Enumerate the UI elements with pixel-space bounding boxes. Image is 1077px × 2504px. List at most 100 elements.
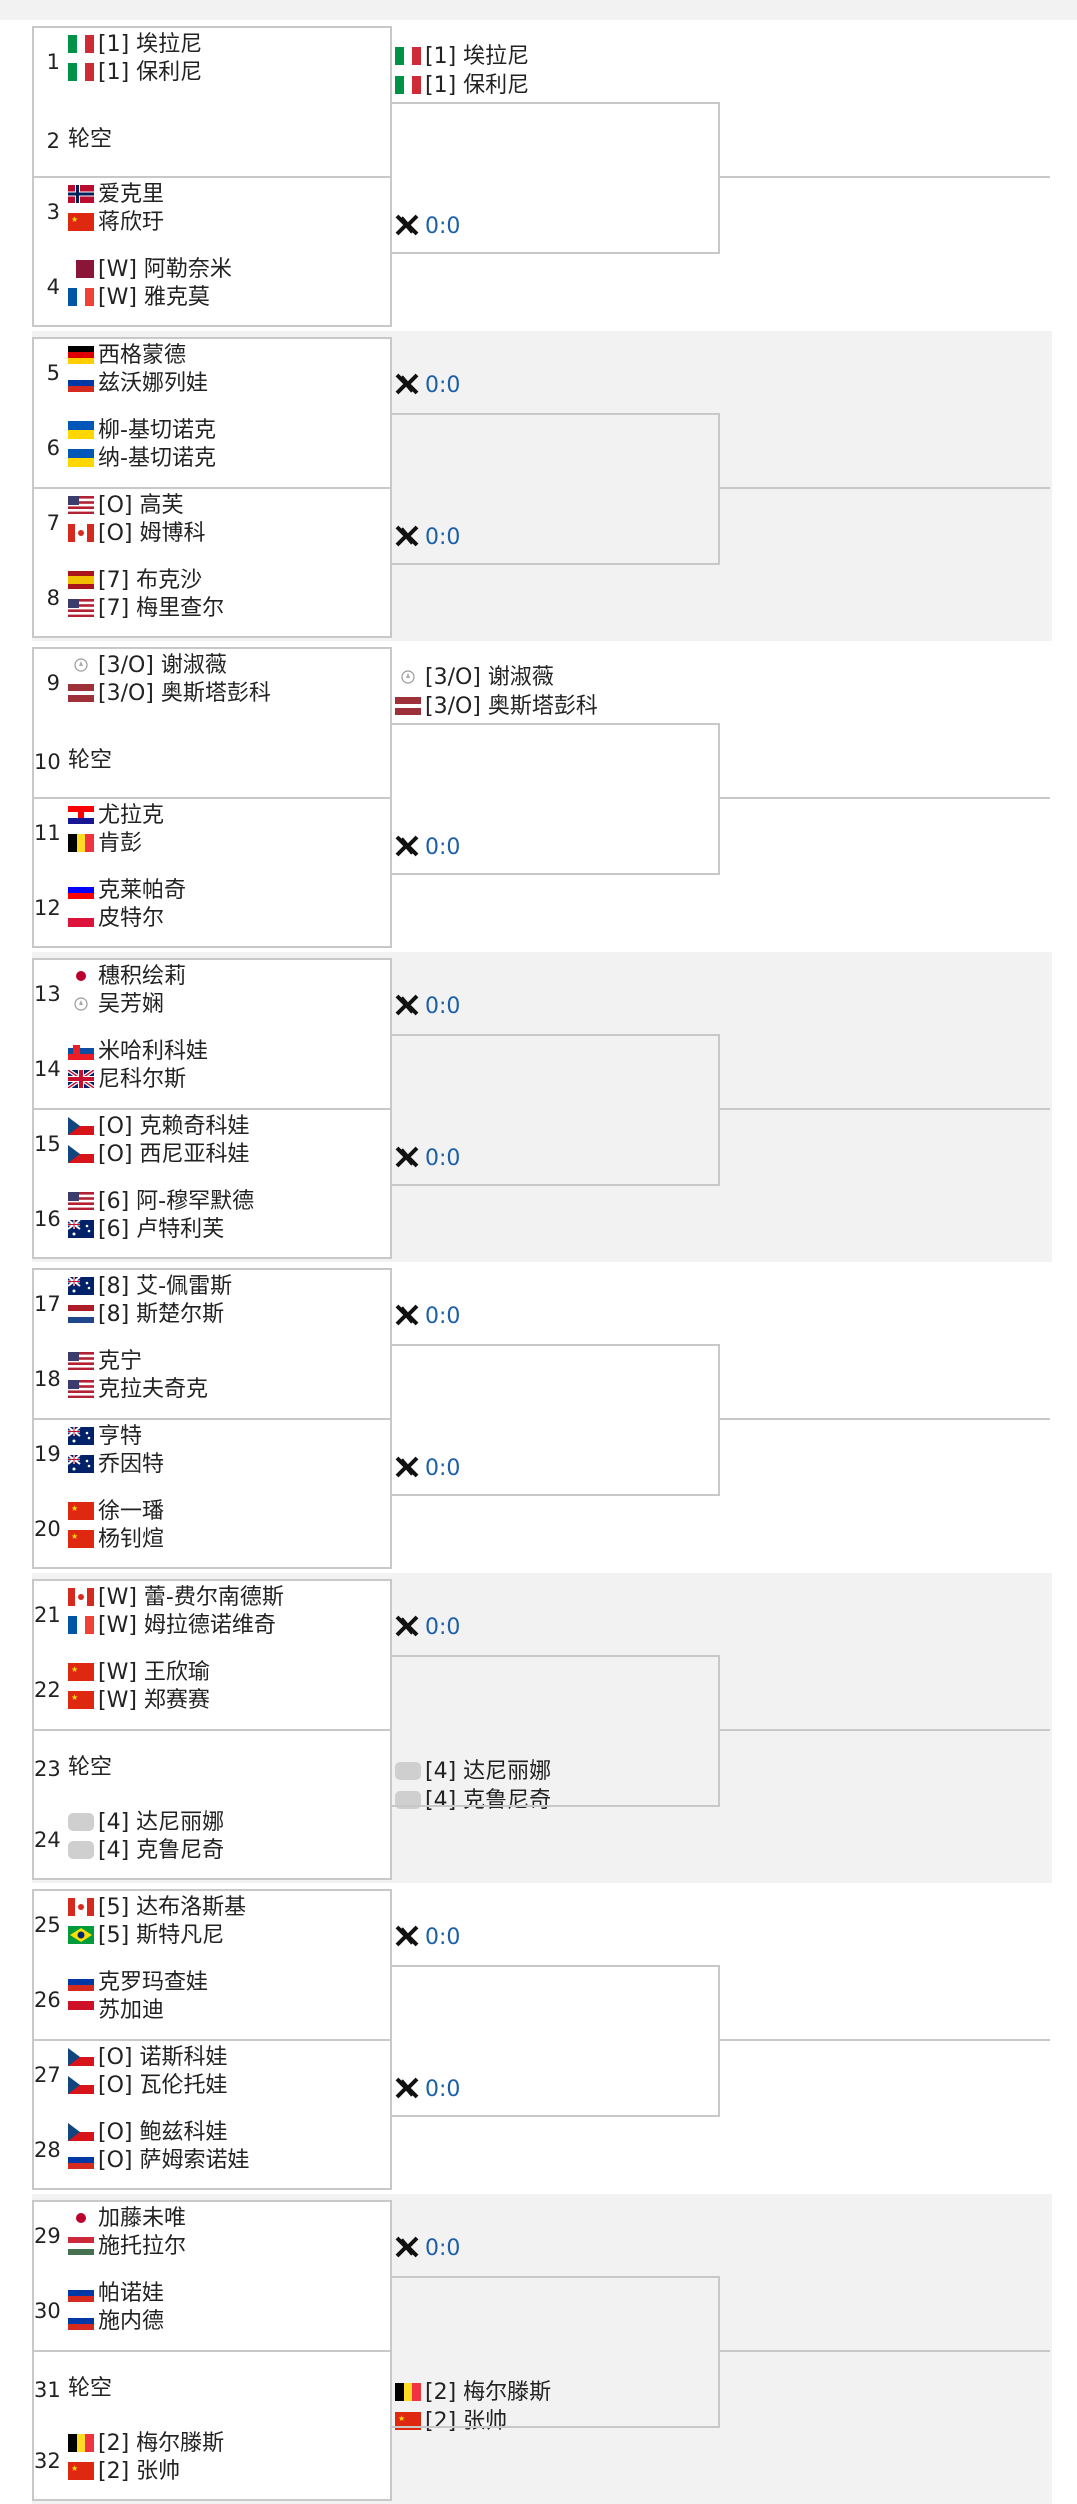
player-name: [3/O] 谢淑薇 (98, 653, 227, 678)
player-entry[interactable]: [O] 高芙 (68, 491, 183, 521)
player-entry[interactable]: 克莱帕奇 (68, 876, 186, 906)
player-entry[interactable]: 爱克里 (68, 180, 164, 210)
player-entry[interactable]: [W] 蕾-费尔南德斯 (68, 1583, 284, 1613)
player-entry[interactable]: [5] 达布洛斯基 (68, 1893, 246, 1923)
match-score[interactable]: 0:0 (395, 1454, 460, 1484)
second-round-entry[interactable]: [1] 保利尼 (395, 71, 529, 101)
match-score[interactable]: 0:0 (395, 523, 460, 553)
match-vs-icon (395, 2077, 419, 2099)
czech-flag-icon (68, 1142, 94, 1163)
second-round-entry[interactable]: [4] 克鲁尼奇 (395, 1786, 551, 1816)
player-entry[interactable]: [O] 西尼亚科娃 (68, 1140, 249, 1170)
player-entry[interactable]: 克罗玛查娃 (68, 1968, 208, 1998)
player-name: [1] 保利尼 (425, 73, 530, 98)
player-entry[interactable]: [O] 克赖奇科娃 (68, 1112, 249, 1142)
top-strip (0, 0, 1077, 20)
match-score[interactable]: 0:0 (395, 1302, 460, 1332)
player-entry[interactable]: 尼科尔斯 (66, 1065, 187, 1095)
player-entry[interactable]: [7] 梅里查尔 (68, 594, 224, 624)
player-entry[interactable]: 纳-基切诺克 (68, 444, 216, 474)
second-round-entry[interactable]: [1] 埃拉尼 (395, 42, 529, 72)
player-entry[interactable]: 穗积绘莉 (68, 962, 186, 992)
player-entry[interactable]: 皮特尔 (68, 904, 164, 934)
player-entry[interactable]: 乔因特 (67, 1450, 164, 1480)
usa-flag-icon (68, 1377, 94, 1399)
player-entry[interactable]: [O] 鲍兹科娃 (68, 2118, 227, 2148)
player-entry[interactable]: ★[2] 张帅 (68, 2457, 180, 2487)
match-score[interactable]: 0:0 (395, 2234, 460, 2264)
bracket-output-line (720, 1107, 1050, 1110)
russia-flag-icon (68, 2281, 94, 2302)
player-name: [4] 克鲁尼奇 (98, 1837, 225, 1863)
player-entry[interactable]: ★徐一璠 (68, 1497, 164, 1527)
player-name: 尼科尔斯 (98, 1066, 187, 1092)
player-entry[interactable]: 苏加迪 (68, 1996, 164, 2026)
player-entry[interactable]: [O] 萨姆索诺娃 (68, 2146, 249, 2176)
match-score[interactable]: 0:0 (395, 212, 460, 242)
player-entry[interactable]: [6] 卢特利芙 (67, 1215, 224, 1245)
player-entry[interactable]: 米哈利科娃 (68, 1037, 208, 1067)
player-entry[interactable]: [3/O] 谢淑薇 (68, 651, 227, 681)
player-entry[interactable]: ★[W] 王欣瑜 (68, 1658, 210, 1688)
player-entry[interactable]: [W] 阿勒奈米 (68, 255, 232, 285)
player-entry[interactable]: [W] 姆拉德诺维奇 (68, 1611, 276, 1641)
bracket-output-line (720, 486, 1050, 489)
player-name: 兹沃娜列娃 (98, 370, 209, 396)
australia-flag-icon (67, 1274, 94, 1295)
player-entry[interactable]: [6] 阿-穆罕默德 (68, 1187, 254, 1217)
player-entry[interactable]: 施内德 (68, 2307, 164, 2337)
germany-flag-icon (68, 343, 94, 364)
match-score[interactable]: 0:0 (395, 833, 460, 863)
player-entry[interactable]: [4] 克鲁尼奇 (68, 1836, 224, 1866)
player-entry[interactable]: 克拉夫奇克 (68, 1375, 208, 1405)
player-entry[interactable]: [4] 达尼丽娜 (68, 1808, 224, 1838)
player-entry[interactable]: [O] 瓦伦托娃 (68, 2071, 227, 2101)
player-entry[interactable]: ★蒋欣玗 (68, 208, 164, 238)
match-score[interactable]: 0:0 (395, 1144, 460, 1174)
second-round-entry[interactable]: [3/O] 谢淑薇 (395, 663, 554, 693)
match-score[interactable]: 0:0 (395, 2075, 460, 2105)
player-entry[interactable]: [O] 姆博科 (68, 519, 205, 549)
player-entry[interactable]: [2] 梅尔滕斯 (68, 2429, 224, 2459)
second-round-entry[interactable]: [2] 梅尔滕斯 (395, 2378, 551, 2408)
player-entry[interactable]: [8] 斯楚尔斯 (68, 1300, 224, 1330)
match-score[interactable]: 0:0 (395, 371, 460, 401)
player-entry[interactable]: 吴芳娴 (68, 990, 164, 1020)
player-entry[interactable]: [W] 雅克莫 (68, 283, 210, 313)
player-entry[interactable]: 克宁 (68, 1347, 142, 1377)
player-entry[interactable]: 尤拉克 (68, 801, 164, 831)
draw-position-number: 26 (34, 1988, 61, 2012)
player-entry[interactable]: 施托拉尔 (68, 2232, 186, 2262)
usa-flag-icon (68, 1189, 94, 1210)
player-entry[interactable]: ★杨钊煊 (68, 1525, 164, 1555)
player-entry[interactable]: [5] 斯特凡尼 (68, 1921, 224, 1951)
player-entry[interactable]: [1] 保利尼 (68, 58, 202, 88)
player-entry[interactable]: [3/O] 奥斯塔彭科 (68, 679, 271, 709)
hungary-flag-icon (68, 2234, 94, 2255)
player-entry[interactable]: 兹沃娜列娃 (68, 369, 208, 399)
player-entry[interactable]: ★[W] 郑赛赛 (68, 1686, 210, 1716)
bracket-output-line (720, 2039, 1050, 2041)
player-entry[interactable]: [O] 诺斯科娃 (68, 2043, 227, 2073)
player-entry[interactable]: [8] 艾-佩雷斯 (67, 1272, 232, 1302)
match-score[interactable]: 0:0 (395, 992, 460, 1022)
second-round-entry[interactable]: [4] 达尼丽娜 (395, 1757, 551, 1787)
player-entry[interactable]: 加藤未唯 (68, 2204, 186, 2234)
player-entry[interactable]: 肯彭 (68, 829, 142, 859)
draw-position-number: 31 (34, 2377, 61, 2402)
match-score[interactable]: 0:0 (395, 1613, 460, 1643)
player-entry[interactable]: [7] 布克沙 (68, 566, 202, 596)
draw-position-number: 17 (34, 1292, 61, 1316)
player-entry[interactable]: [1] 埃拉尼 (68, 30, 202, 60)
player-entry[interactable]: 西格蒙德 (68, 341, 186, 371)
player-entry[interactable]: 帕诺娃 (68, 2279, 164, 2309)
match-score[interactable]: 0:0 (395, 1923, 460, 1953)
second-round-entry[interactable]: [3/O] 奥斯塔彭科 (395, 692, 598, 722)
ukraine-flag-icon (68, 446, 94, 467)
czech-flag-icon (68, 2073, 94, 2094)
player-entry[interactable]: 亨特 (67, 1422, 142, 1452)
player-entry[interactable]: 柳-基切诺克 (68, 416, 216, 446)
latvia-flag-icon (395, 694, 421, 715)
second-round-entry[interactable]: ★[2] 张帅 (395, 2407, 507, 2437)
player-name: [O] 瓦伦托娃 (98, 2073, 228, 2098)
